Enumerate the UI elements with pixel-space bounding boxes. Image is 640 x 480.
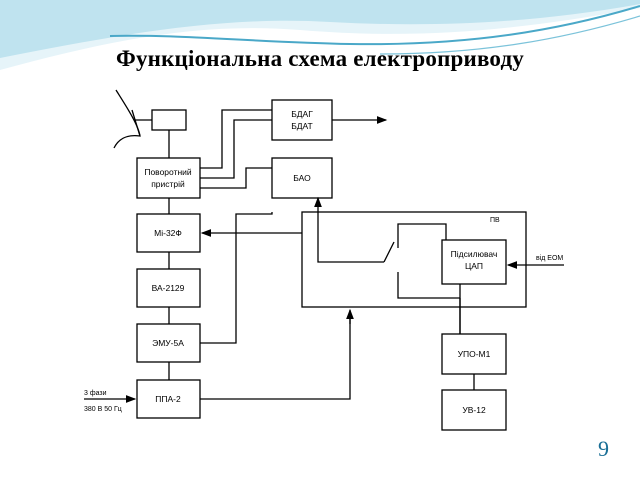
three-phases-label: 3 фази bbox=[84, 390, 107, 397]
upo-m1-label: УПО-М1 bbox=[458, 349, 491, 359]
rotary-device-block: Поворотний пристрій bbox=[136, 157, 201, 199]
upo-m1-block: УПО-М1 bbox=[441, 333, 507, 375]
mi32f-block: Мі-32Ф bbox=[136, 213, 201, 253]
uv12-label: УВ-12 bbox=[462, 405, 486, 415]
amplifier-block: Підсилювач ЦАП bbox=[441, 239, 507, 285]
amplifier-label-1: Підсилювач bbox=[451, 249, 498, 259]
emu5a-label: ЭМУ-5А bbox=[152, 338, 184, 348]
va2129-block: ВА-2129 bbox=[136, 268, 201, 308]
functional-diagram: Поворотний пристрій Мі-32Ф ВА-2129 ЭМУ-5… bbox=[84, 89, 564, 431]
va2129-label: ВА-2129 bbox=[152, 283, 185, 293]
bdag-label-1: БДАГ bbox=[291, 109, 313, 119]
bdag-block: БДАГ БДАТ bbox=[271, 99, 333, 141]
slide-title: Функціональна схема електроприводу bbox=[116, 46, 524, 71]
voltage-label: 380 В 50 Гц bbox=[84, 406, 122, 413]
uv12-block: УВ-12 bbox=[441, 389, 507, 431]
pv-label: ПВ bbox=[490, 217, 500, 224]
dish-antenna-icon bbox=[113, 89, 187, 158]
top-wave-decoration bbox=[0, 0, 640, 70]
ppa2-label: ППА-2 bbox=[155, 394, 181, 404]
bdag-label-2: БДАТ bbox=[291, 121, 313, 131]
emu5a-block: ЭМУ-5А bbox=[136, 323, 201, 363]
from-computer-label: від ЕОМ bbox=[536, 254, 563, 262]
ppa2-block: ППА-2 bbox=[136, 379, 201, 419]
page-number: 9 bbox=[598, 436, 609, 461]
amplifier-label-2: ЦАП bbox=[465, 261, 483, 271]
rotary-device-label-2: пристрій bbox=[151, 179, 185, 189]
rotary-device-label-1: Поворотний bbox=[144, 167, 192, 177]
bao-label: БАО bbox=[293, 173, 311, 183]
mi32f-label: Мі-32Ф bbox=[154, 228, 182, 238]
bao-block: БАО bbox=[271, 157, 333, 199]
